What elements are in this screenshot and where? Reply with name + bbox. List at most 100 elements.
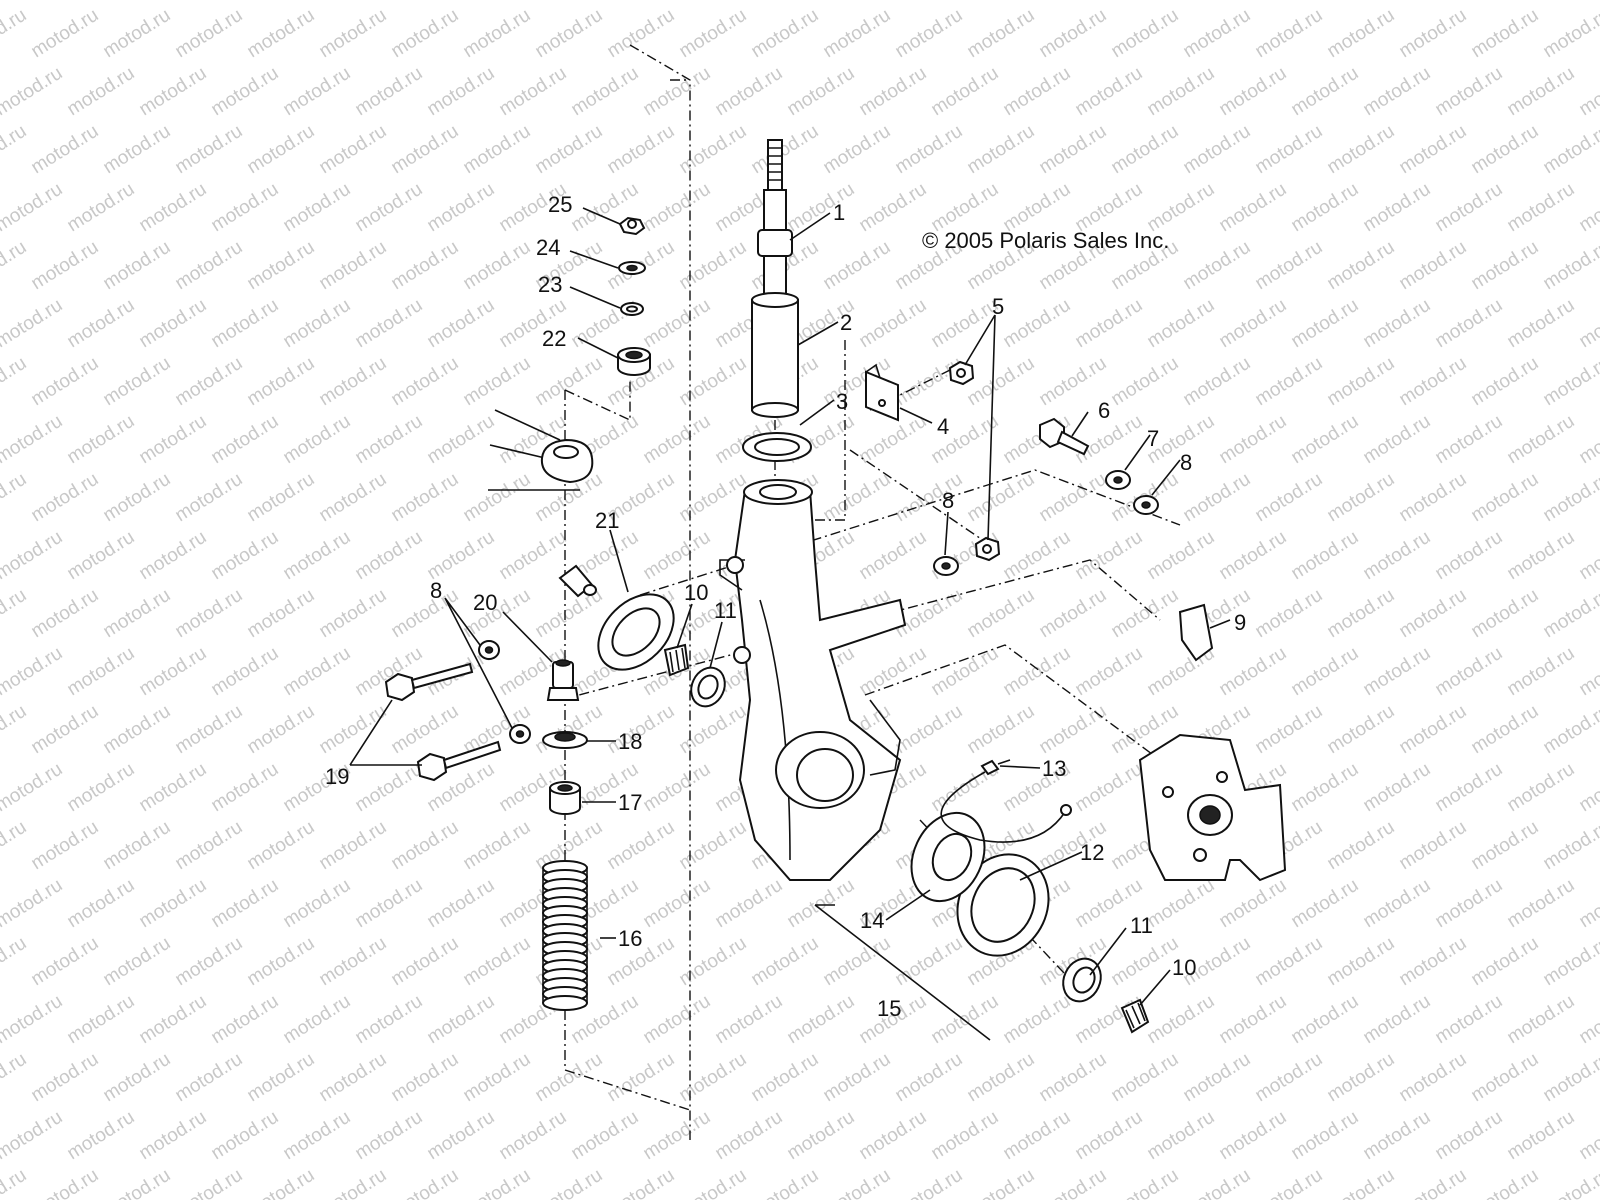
watermark-text: motod.ru <box>1288 991 1363 1049</box>
watermark-text: motod.ru <box>1072 643 1147 701</box>
bearing-cup <box>1062 957 1102 1003</box>
watermark-text: motod.ru <box>748 1165 823 1200</box>
watermark-text: motod.ru <box>0 759 66 817</box>
watermark-text: motod.ru <box>1576 0 1600 4</box>
callout-4: 4 <box>937 414 949 439</box>
copyright-notice: © 2005 Polaris Sales Inc. <box>922 228 1169 253</box>
callout-6: 6 <box>1098 398 1110 423</box>
watermark-text: motod.ru <box>424 875 499 933</box>
callout-20: 20 <box>473 590 497 615</box>
watermark-text: motod.ru <box>136 643 211 701</box>
watermark-text: motod.ru <box>892 121 967 179</box>
watermark-text: motod.ru <box>244 933 319 991</box>
watermark-text: motod.ru <box>1540 5 1600 63</box>
watermark-text: motod.ru <box>136 991 211 1049</box>
watermark-text: motod.ru <box>280 991 355 1049</box>
strut-tube <box>751 292 799 418</box>
watermark-text: motod.ru <box>1396 237 1471 295</box>
sensor-wire <box>940 759 1072 843</box>
watermark-text: motod.ru <box>856 63 931 121</box>
callout-2: 2 <box>840 310 852 335</box>
watermark-text: motod.ru <box>1396 701 1471 759</box>
watermark-text: motod.ru <box>1468 1049 1543 1107</box>
watermark-text: motod.ru <box>280 0 355 4</box>
watermark-text: motod.ru <box>244 1049 319 1107</box>
watermark-text: motod.ru <box>100 353 175 411</box>
watermark-text: motod.ru <box>640 295 715 353</box>
watermark-text: motod.ru <box>820 1049 895 1107</box>
watermark-text: motod.ru <box>856 1107 931 1165</box>
watermark-text: motod.ru <box>28 933 103 991</box>
watermark-text: motod.ru <box>784 63 859 121</box>
watermark-text: motod.ru <box>0 0 66 4</box>
watermark-text: motod.ru <box>1432 643 1507 701</box>
watermark-text: motod.ru <box>1432 179 1507 237</box>
seal-ring <box>742 432 812 462</box>
watermark-text: motod.ru <box>1324 1049 1399 1107</box>
watermark-text: motod.ru <box>1396 933 1471 991</box>
watermark-text: motod.ru <box>1540 121 1600 179</box>
watermark-text: motod.ru <box>280 643 355 701</box>
watermark-text: motod.ru <box>352 63 427 121</box>
watermark-text: motod.ru <box>676 353 751 411</box>
washer <box>933 556 959 576</box>
watermark-text: motod.ru <box>208 527 283 585</box>
washer <box>509 724 531 744</box>
watermark-text: motod.ru <box>208 411 283 469</box>
watermark-text: motod.ru <box>1036 1049 1111 1107</box>
watermark-text: motod.ru <box>1360 875 1435 933</box>
watermark-text: motod.ru <box>1324 817 1399 875</box>
watermark-text: motod.ru <box>1144 0 1219 4</box>
watermark-text: motod.ru <box>136 179 211 237</box>
watermark-text: motod.ru <box>1288 527 1363 585</box>
watermark-text: motod.ru <box>496 0 571 4</box>
watermark-text: motod.ru <box>1180 1165 1255 1200</box>
watermark-text: motod.ru <box>0 1107 66 1165</box>
watermark-text: motod.ru <box>1072 295 1147 353</box>
watermark-text: motod.ru <box>244 1165 319 1200</box>
watermark-text: motod.ru <box>388 237 463 295</box>
watermark-text: motod.ru <box>1252 933 1327 991</box>
watermark-text: motod.ru <box>712 0 787 4</box>
watermark-text: motod.ru <box>892 5 967 63</box>
watermark-text: motod.ru <box>856 0 931 4</box>
watermark-text: motod.ru <box>964 1165 1039 1200</box>
watermark-text: motod.ru <box>172 121 247 179</box>
watermark-text: motod.ru <box>1540 1049 1600 1107</box>
watermark-text: motod.ru <box>172 1165 247 1200</box>
watermark-text: motod.ru <box>1252 237 1327 295</box>
watermark-text: motod.ru <box>1288 0 1363 4</box>
watermark-text: motod.ru <box>1360 1107 1435 1165</box>
watermark-text: motod.ru <box>1108 1165 1183 1200</box>
watermark-text: motod.ru <box>1432 991 1507 1049</box>
watermark-text: motod.ru <box>604 121 679 179</box>
watermark-text: motod.ru <box>316 469 391 527</box>
watermark-text: motod.ru <box>1432 759 1507 817</box>
watermark-text: motod.ru <box>1576 63 1600 121</box>
watermark-text: motod.ru <box>316 817 391 875</box>
watermark-text: motod.ru <box>172 1049 247 1107</box>
watermark-text: motod.ru <box>136 759 211 817</box>
callout-8: 8 <box>430 578 442 603</box>
watermark-text: motod.ru <box>928 991 1003 1049</box>
watermark-text: motod.ru <box>1000 1107 1075 1165</box>
washer <box>620 302 644 316</box>
watermark-text: motod.ru <box>28 701 103 759</box>
callout-16: 16 <box>618 926 642 951</box>
watermark-text: motod.ru <box>928 0 1003 4</box>
watermark-text: motod.ru <box>1432 527 1507 585</box>
watermark-text: motod.ru <box>748 1049 823 1107</box>
callout-15: 15 <box>877 996 901 1021</box>
watermark-text: motod.ru <box>208 0 283 4</box>
watermark-text: motod.ru <box>928 63 1003 121</box>
watermark-text: motod.ru <box>0 817 30 875</box>
watermark-text: motod.ru <box>136 527 211 585</box>
watermark-text: motod.ru <box>136 0 211 4</box>
watermark-text: motod.ru <box>1576 411 1600 469</box>
watermark-text: motod.ru <box>1504 1107 1579 1165</box>
coil-spring <box>542 860 588 1011</box>
watermark-text: motod.ru <box>748 5 823 63</box>
watermark-text: motod.ru <box>712 1107 787 1165</box>
watermark-text: motod.ru <box>1396 1165 1471 1200</box>
bearing-seal <box>597 593 675 671</box>
